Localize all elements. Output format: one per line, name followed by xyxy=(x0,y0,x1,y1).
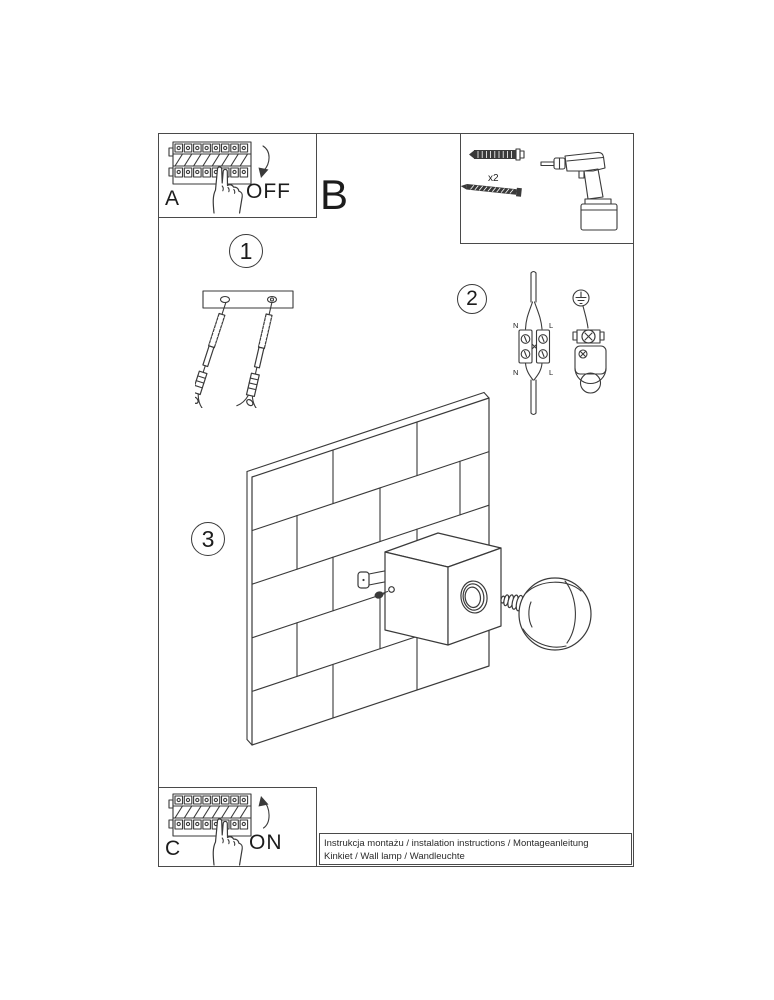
arrow-up-icon xyxy=(258,796,270,829)
power-on-text: ON xyxy=(249,831,283,854)
terminal-n-top-label: N xyxy=(513,321,518,330)
power-off-text: OFF xyxy=(246,180,291,203)
step-c-label: C xyxy=(165,837,181,860)
terminal-l-bottom-label: L xyxy=(549,368,553,377)
step-a-label: A xyxy=(165,187,180,210)
lamp-cable xyxy=(524,362,543,416)
step-1-number: 1 xyxy=(229,234,263,268)
power-cable xyxy=(524,270,543,330)
step-b-label: B xyxy=(320,171,349,218)
tools-illustration: x2 xyxy=(460,148,618,231)
plate-hole-right xyxy=(266,295,278,304)
power-off-illustration xyxy=(168,141,270,214)
breaker-panel-icon xyxy=(168,793,252,837)
breaker-panel-icon xyxy=(168,141,252,185)
ground-clamp-illustration xyxy=(572,329,605,344)
ground-symbol-icon xyxy=(572,289,590,307)
socket-opening xyxy=(460,580,488,614)
light-bulb-illustration xyxy=(500,577,592,651)
wall-mounting-illustration xyxy=(246,391,592,746)
lamp-cube-illustration xyxy=(384,532,502,646)
screw-and-anchor-left xyxy=(195,302,227,408)
tools-box: x2 xyxy=(460,133,634,244)
pointing-hand-icon xyxy=(212,818,243,866)
screw-icon xyxy=(460,184,522,197)
ground-lug-illustration xyxy=(574,345,607,394)
wall-bracket-illustration xyxy=(357,569,388,589)
drill-icon xyxy=(540,151,618,231)
terminal-block-illustration xyxy=(518,329,551,364)
terminal-n-bottom-label: N xyxy=(513,368,518,377)
mounting-plate xyxy=(202,290,294,309)
footer-title-box: Instrukcja montażu / instalation instruc… xyxy=(319,833,632,865)
step-a-box: A OFF xyxy=(158,133,317,218)
terminal-l-top-label: L xyxy=(549,321,553,330)
footer-line-1: Instrukcja montażu / instalation instruc… xyxy=(324,838,589,849)
step-2-number: 2 xyxy=(457,284,487,314)
wiring-illustration: N L N L xyxy=(513,270,607,416)
wall-plug-icon xyxy=(469,148,525,161)
main-frame-border xyxy=(158,133,634,867)
fixing-screws-illustration xyxy=(374,586,395,599)
pointing-hand-icon xyxy=(212,166,243,214)
dowel-count-label: x2 xyxy=(488,173,499,184)
ground-wire xyxy=(582,305,589,329)
plate-hole-left xyxy=(219,295,231,304)
footer-line-2: Kinkiet / Wall lamp / Wandleuchte xyxy=(324,851,465,862)
step-3-number: 3 xyxy=(191,522,225,556)
arrow-down-icon xyxy=(258,145,270,178)
step-c-box: C ON xyxy=(158,787,317,867)
screw-and-anchor-right xyxy=(236,302,273,408)
mounting-plate-illustration xyxy=(195,290,294,408)
power-on-illustration xyxy=(168,793,270,866)
